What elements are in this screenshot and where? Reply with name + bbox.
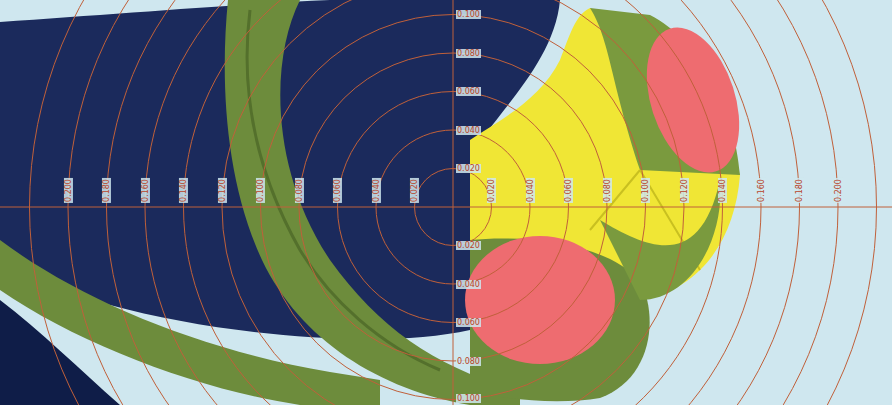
ring-value: 0.020 — [456, 164, 481, 173]
ring-value: 0.060 — [456, 318, 481, 327]
ring-value: 0.120 — [218, 178, 227, 203]
ring-value: 0.100 — [256, 178, 265, 203]
ring-value: 0.200 — [64, 178, 73, 203]
ring-value: 0.080 — [295, 178, 304, 203]
ring-value: 0.160 — [757, 178, 766, 203]
ring-value: 0.100 — [641, 178, 650, 203]
ring-value: 0.020 — [456, 241, 481, 250]
ring-value: 0.140 — [718, 178, 727, 203]
ring-value: 0.140 — [179, 178, 188, 203]
ring-value: 0.040 — [456, 280, 481, 289]
ring-value: 0.040 — [526, 178, 535, 203]
ring-value: 0.080 — [456, 357, 481, 366]
ring-value: 0.200 — [834, 178, 843, 203]
ring-value: 0.120 — [680, 178, 689, 203]
ring-value: 0.040 — [372, 178, 381, 203]
ring-value: 0.080 — [456, 49, 481, 58]
ring-value: 0.100 — [456, 10, 481, 19]
ring-value: 0.060 — [456, 87, 481, 96]
ring-value: 0.040 — [456, 126, 481, 135]
ring-value: 0.160 — [141, 178, 150, 203]
ring-value: 0.020 — [487, 178, 496, 203]
ring-value: 0.060 — [564, 178, 573, 203]
ring-value: 0.060 — [333, 178, 342, 203]
ring-value: 0.080 — [603, 178, 612, 203]
ring-value: 0.180 — [795, 178, 804, 203]
ring-value: 0.020 — [410, 178, 419, 203]
ring-value: 0.100 — [456, 394, 481, 403]
ring-value: 0.180 — [102, 178, 111, 203]
